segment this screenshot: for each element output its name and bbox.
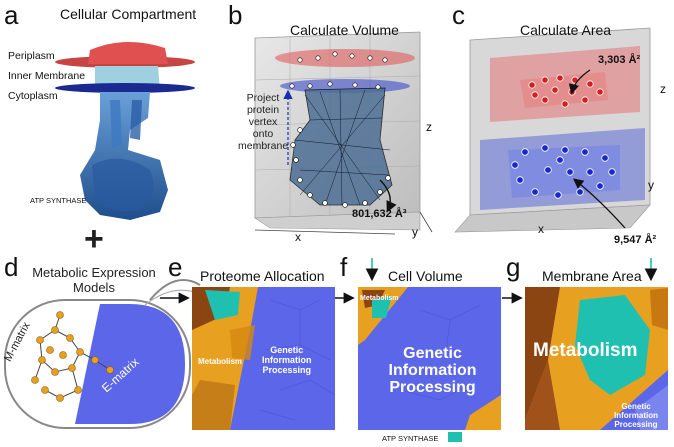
volume-value: 801,632 Å³ — [352, 208, 407, 220]
cell-volume-voronoi — [358, 287, 501, 430]
atp-synthase-structure — [55, 41, 195, 220]
panel-b-letter: b — [228, 0, 243, 30]
panel-d-letter: d — [4, 252, 19, 282]
area-bottom-value: 9,547 Å² — [614, 234, 657, 246]
panel-a-title: Cellular Compartment — [60, 6, 197, 22]
panel-f-letter: f — [340, 252, 348, 282]
protein-label: ATP SYNTHASE — [30, 196, 87, 205]
panel-f-title: Cell Volume — [388, 268, 463, 284]
g-gip-label: Genetic Information Processing — [614, 402, 658, 429]
volume-box — [254, 31, 433, 235]
area-top-value: 3,303 Å² — [598, 54, 641, 66]
panel-g-title: Membrane Area — [542, 268, 642, 284]
e-gip-label: Genetic Information Processing — [262, 345, 312, 375]
membrane-area-voronoi — [525, 287, 668, 430]
panel-e-letter: e — [168, 252, 183, 282]
panel-b-title: Calculate Volume — [290, 22, 399, 38]
area-box — [454, 27, 651, 233]
label-cytoplasm: Cytoplasm — [8, 90, 58, 102]
g-metabolism-label: Metabolism — [533, 340, 638, 361]
panel-g-letter: g — [506, 252, 521, 282]
panel-d-title: Metabolic Expression Models — [32, 265, 156, 295]
c-axis-z: z — [660, 82, 666, 96]
panel-c-letter: c — [452, 0, 465, 30]
c-axis-x: x — [538, 222, 544, 236]
plus-sign: + — [84, 220, 104, 258]
legend-swatch — [448, 432, 462, 442]
proteome-voronoi — [192, 287, 336, 430]
c-axis-y: y — [648, 178, 654, 192]
projection-note: Project protein vertex onto membrane — [238, 92, 289, 152]
panel-e-title: Proteome Allocation — [200, 268, 325, 284]
panel-c-title: Calculate Area — [520, 22, 612, 38]
panel-a-letter: a — [4, 0, 19, 30]
e-metabolism-label: Metabolism — [198, 357, 243, 366]
f-gip-label: Genetic Information Processing — [388, 345, 477, 396]
b-axis-x: x — [295, 230, 301, 244]
b-axis-z: z — [426, 120, 432, 134]
legend-label: ATP SYNTHASE — [382, 434, 439, 443]
b-axis-y: y — [412, 225, 418, 239]
f-metabolism-label: Metabolism — [360, 295, 399, 302]
label-inner-membrane: Inner Membrane — [8, 70, 86, 82]
label-periplasm: Periplasm — [8, 50, 55, 62]
cell-diagram — [4, 279, 201, 429]
